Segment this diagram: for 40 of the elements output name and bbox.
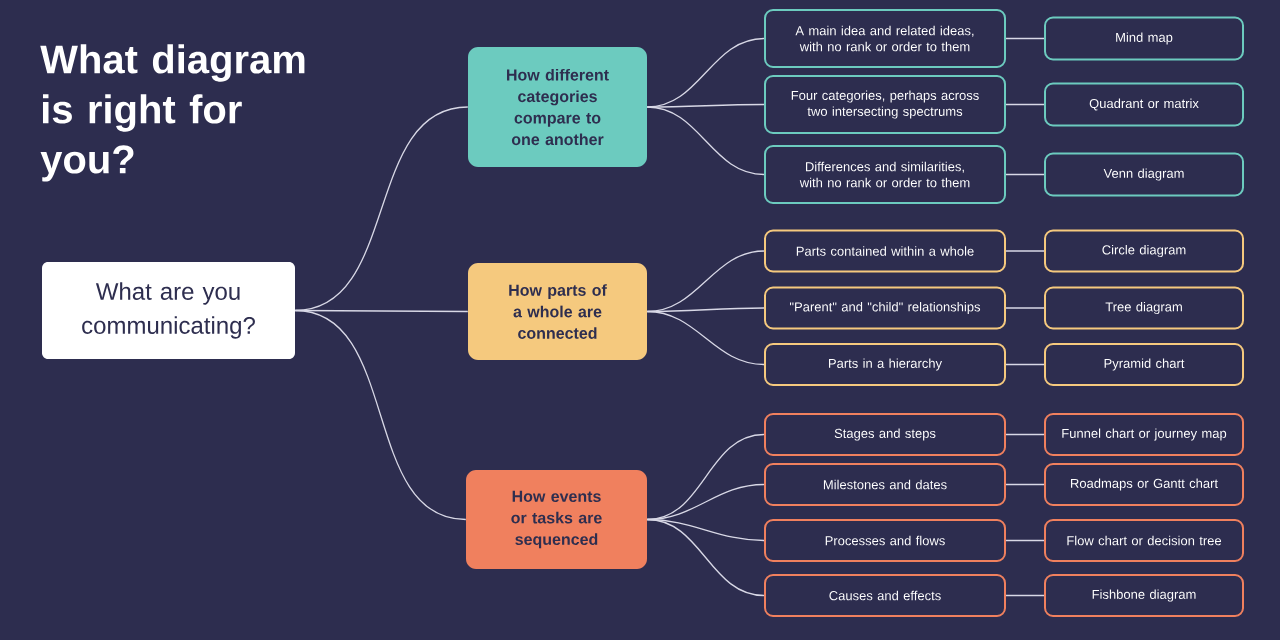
diagram-type-box: Pyramid chart <box>1044 343 1244 386</box>
diagram-type-box: Mind map <box>1044 16 1244 61</box>
description-box: Processes and flows <box>764 519 1006 562</box>
connector-line <box>646 518 765 597</box>
connector-line <box>1005 433 1045 436</box>
question-box: What are you communicating? <box>42 262 295 359</box>
title: What diagram is right for you? <box>40 44 305 182</box>
diagram-type-box: Funnel chart or journey map <box>1044 413 1244 456</box>
diagram-type-box: Tree diagram <box>1044 286 1244 330</box>
description-box: Parts in a hierarchy <box>764 343 1006 386</box>
connector-line <box>1005 37 1045 40</box>
connector-line <box>1005 250 1045 252</box>
category-box: How different categories compare to one another <box>468 47 647 167</box>
connector-line <box>646 103 765 108</box>
description-box: Four categories, perhaps across two intersecting spectrums <box>764 75 1006 134</box>
diagram-type-box: Venn diagram <box>1044 152 1244 197</box>
connector-line <box>1005 103 1045 106</box>
connector-line <box>646 310 765 366</box>
connector-line <box>1005 173 1045 176</box>
description-box: Parts contained within a whole <box>764 229 1006 273</box>
connector-line <box>294 309 467 521</box>
connector-line <box>1005 594 1045 597</box>
connector-line <box>646 106 765 176</box>
diagram-type-box: Circle diagram <box>1044 229 1244 273</box>
description-box: Stages and steps <box>764 413 1006 456</box>
diagram-type-box: Quadrant or matrix <box>1044 82 1244 127</box>
connector-line <box>1005 483 1045 486</box>
category-box: How events or tasks are sequenced <box>466 470 647 569</box>
description-box: "Parent" and "child" relationships <box>764 286 1006 330</box>
connector-line <box>1005 539 1045 542</box>
connector-line <box>1005 307 1045 309</box>
diagram-type-box: Flow chart or decision tree <box>1044 519 1244 562</box>
description-box: Causes and effects <box>764 574 1006 617</box>
description-box: Differences and similarities, with no rank or order to them <box>764 145 1006 204</box>
category-box: How parts of a whole are connected <box>468 263 647 360</box>
description-box: A main idea and related ideas, with no rank or order to them <box>764 9 1006 68</box>
description-box: Milestones and dates <box>764 463 1006 506</box>
connector-line <box>1005 363 1045 366</box>
diagram-type-box: Roadmaps or Gantt chart <box>1044 463 1244 506</box>
diagram-type-box: Fishbone diagram <box>1044 574 1244 617</box>
